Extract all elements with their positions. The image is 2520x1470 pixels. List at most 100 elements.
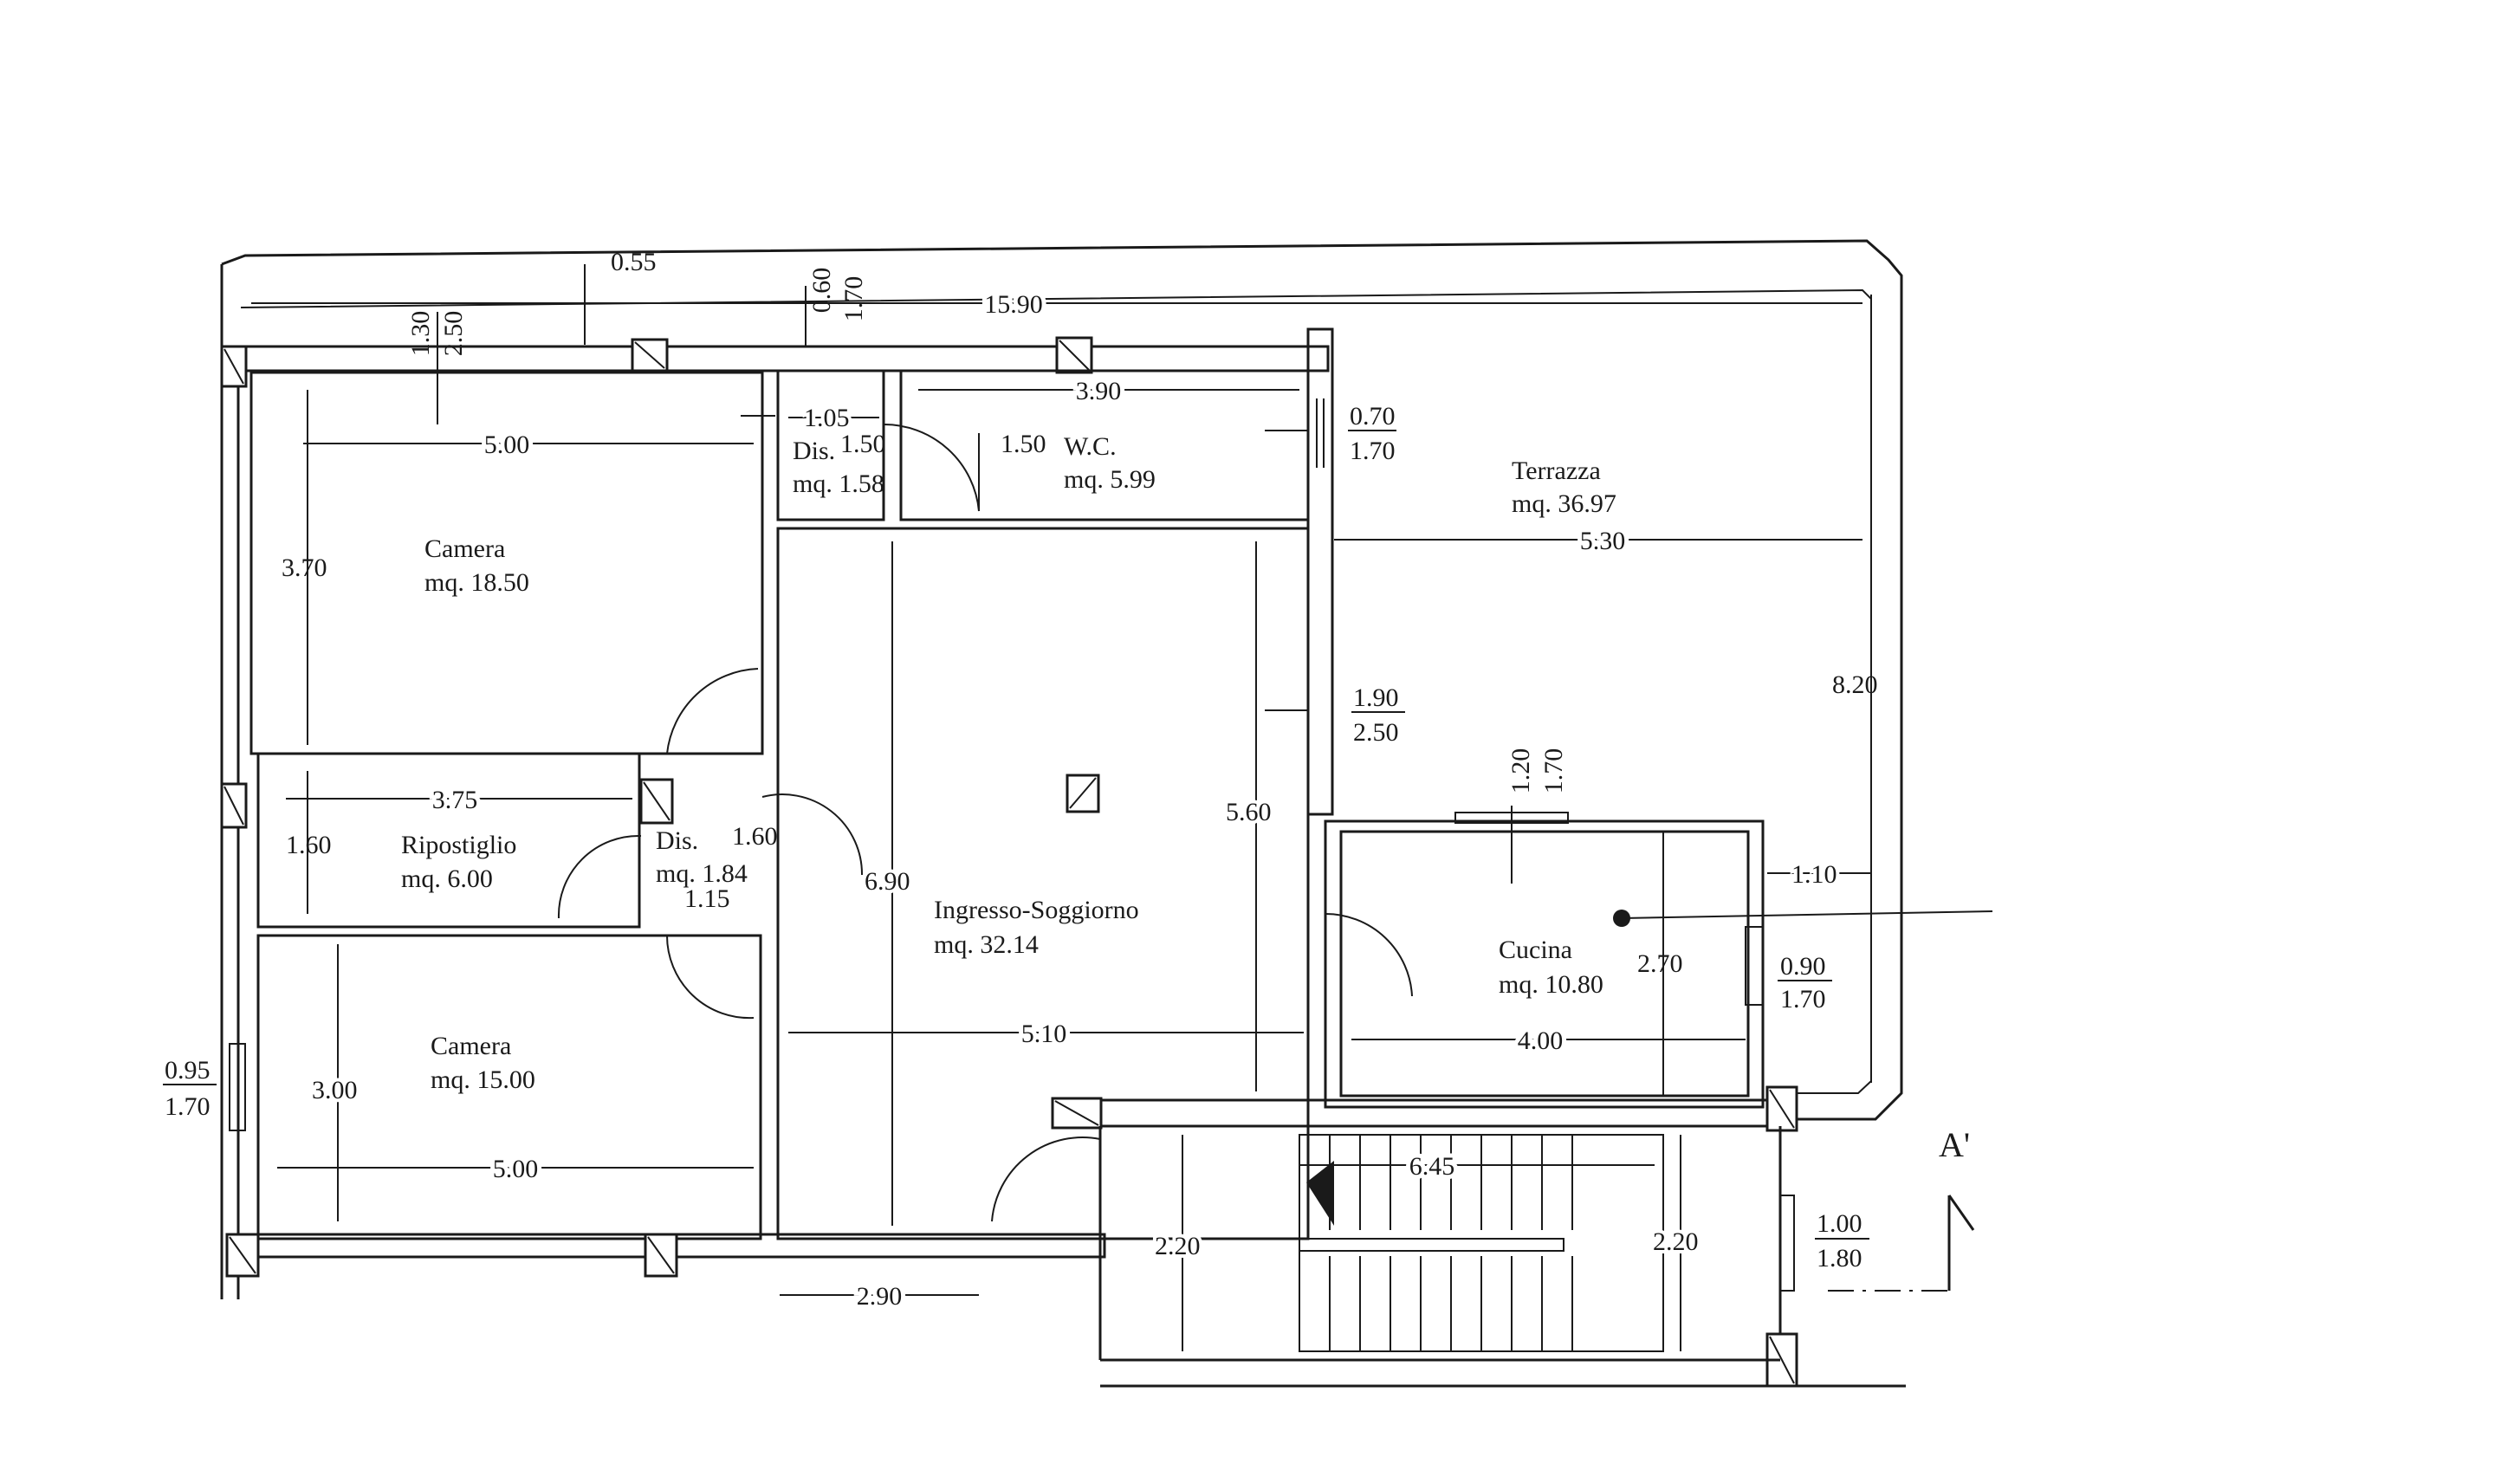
column-hatch xyxy=(223,786,244,826)
dimension-label: 2.70 xyxy=(1637,949,1683,978)
room-area: mq. 32.14 xyxy=(934,930,1039,959)
stair-outline xyxy=(1299,1134,1664,1352)
ripostiglio-walls xyxy=(256,752,641,929)
dimension-label: 0.60 xyxy=(807,268,836,314)
room-area: mq. 10.80 xyxy=(1499,970,1603,999)
room-name: Camera xyxy=(431,1032,511,1060)
room-name: W.C. xyxy=(1064,432,1117,461)
dimension-label: 0.70 xyxy=(1350,402,1396,431)
dimension-label: 6.45 xyxy=(1409,1152,1455,1181)
gas-leader-line xyxy=(1621,910,1993,919)
column-hatch xyxy=(1059,340,1090,371)
dimension-label: 0.55 xyxy=(611,248,657,276)
room-area: mq. 18.50 xyxy=(424,568,529,597)
dimension-label: 1.10 xyxy=(1791,860,1837,889)
cucina-window xyxy=(1745,926,1764,1006)
cucina-walls xyxy=(1324,819,1765,1109)
dimension-label: 1.70 xyxy=(1350,437,1396,465)
door-swing xyxy=(666,668,759,754)
dimension-label: 1.80 xyxy=(1817,1244,1862,1272)
column-hatch xyxy=(1054,1100,1099,1126)
camera-2-window xyxy=(229,1043,246,1131)
dimension-label: 3.00 xyxy=(312,1076,358,1104)
column-hatch xyxy=(1069,777,1097,809)
section-arrow xyxy=(1947,1195,1975,1231)
room-name: Dis. xyxy=(793,437,835,465)
column-hatch xyxy=(634,341,665,369)
room-area: mq. 5.99 xyxy=(1064,465,1156,494)
room-name: Camera xyxy=(424,534,505,563)
column-hatch xyxy=(647,1236,675,1274)
dimension-label: 1.60 xyxy=(732,822,778,851)
camera-1-walls xyxy=(249,371,764,755)
room-name: Dis. xyxy=(656,826,698,855)
section-mark: A' xyxy=(1939,1125,1970,1164)
room-name: Ingresso-Soggiorno xyxy=(934,896,1139,924)
dimension-label: 5.00 xyxy=(484,431,530,459)
dimension-label: 2.20 xyxy=(1653,1227,1699,1256)
stair-arrow-icon xyxy=(1306,1161,1334,1226)
dimension-label: 0.95 xyxy=(165,1056,211,1085)
room-area: mq. 6.00 xyxy=(401,865,493,893)
dimension-label: 1.50 xyxy=(1001,430,1046,458)
door-swing xyxy=(991,1136,1101,1222)
dimension-label: 2.50 xyxy=(439,311,468,357)
dimension-lines xyxy=(251,264,1872,1351)
column-hatch xyxy=(643,781,670,821)
column-hatch xyxy=(223,348,244,385)
dimension-label: 1.20 xyxy=(1506,748,1535,794)
room-area: mq. 1.84 xyxy=(656,859,748,888)
soggiorno-walls xyxy=(776,527,1310,1240)
dimension-label: 1.70 xyxy=(839,276,868,322)
top-wall xyxy=(236,345,1330,372)
dimension-label: 1.70 xyxy=(165,1092,211,1121)
dimension-label: 1.70 xyxy=(1539,748,1568,794)
dimension-label: 5.00 xyxy=(493,1155,539,1183)
terrace-inner-outline xyxy=(240,288,1872,1094)
wc-walls xyxy=(899,369,1310,521)
dimension-label: 2.90 xyxy=(857,1282,903,1311)
dimension-label: 15.90 xyxy=(984,290,1043,319)
dimension-label: 3.70 xyxy=(282,554,327,582)
dimension-label: 4.00 xyxy=(1518,1026,1564,1055)
room-name: Terrazza xyxy=(1512,457,1601,485)
dimension-label: 1.30 xyxy=(406,311,435,357)
dimension-label: 3.75 xyxy=(432,786,478,814)
stair-top-wall xyxy=(1051,1098,1798,1128)
dimension-label: 1.70 xyxy=(1780,985,1826,1013)
room-area: mq. 15.00 xyxy=(431,1065,535,1094)
door-swing xyxy=(557,834,642,919)
dimension-label: 1.05 xyxy=(804,404,850,432)
room-name: Ripostiglio xyxy=(401,831,516,859)
dis-1-walls xyxy=(776,369,885,521)
dimension-label: 6.90 xyxy=(865,867,910,896)
terrace-outline xyxy=(221,239,1903,1121)
right-wall-upper xyxy=(1306,327,1334,816)
dimension-label: 5.30 xyxy=(1580,527,1626,555)
dimension-label: 2.20 xyxy=(1155,1232,1201,1260)
dimension-label: 2.50 xyxy=(1353,718,1399,747)
column-hatch xyxy=(1769,1336,1795,1384)
dimension-label: 5.10 xyxy=(1021,1020,1067,1048)
dimension-labels: 15.90 0.55 1.30 2.50 0.60 1.70 1.05 1.50… xyxy=(163,248,1878,1315)
dimension-label: 0.90 xyxy=(1780,952,1826,981)
door-swing xyxy=(1325,912,1413,997)
door-swing xyxy=(665,935,755,1020)
dimension-label: 1.50 xyxy=(840,430,886,458)
stair-handrail xyxy=(1299,1238,1564,1252)
door-swing xyxy=(761,793,864,876)
camera-2-walls xyxy=(256,934,762,1240)
room-name: Cucina xyxy=(1499,936,1572,964)
dimension-label: 1.15 xyxy=(684,884,730,913)
column-hatch xyxy=(1769,1089,1795,1129)
door-swing xyxy=(883,423,980,512)
dimension-label: 5.60 xyxy=(1226,798,1272,826)
room-area: mq. 36.97 xyxy=(1512,489,1616,518)
column-hatch xyxy=(229,1236,256,1274)
dimension-label: 8.20 xyxy=(1832,670,1878,699)
dimension-label: 3.90 xyxy=(1076,377,1122,405)
dimension-label: 1.90 xyxy=(1353,683,1399,712)
dimension-label: 1.60 xyxy=(286,831,332,859)
dimension-label: 1.00 xyxy=(1817,1209,1862,1238)
